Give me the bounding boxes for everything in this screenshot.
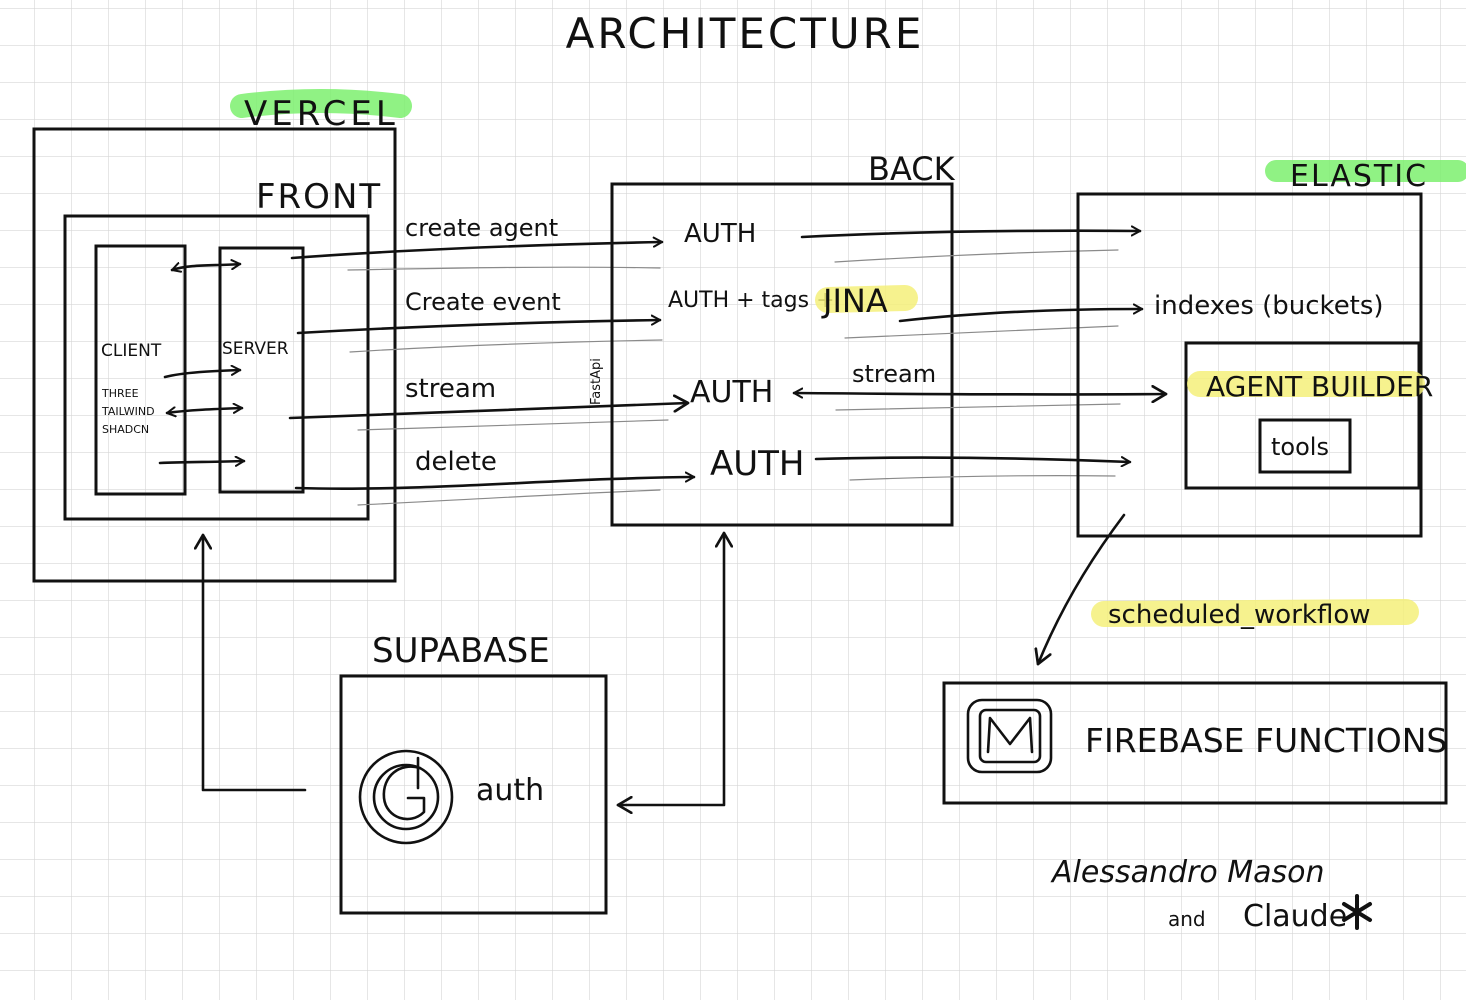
vercel-section: VERCEL FRONT CLIENT THREE TAILWIND SHADC…	[32, 89, 412, 583]
request-shadow-2	[349, 339, 663, 353]
arrow-delete-to-elastic	[814, 458, 1132, 462]
agent-builder-label: AGENT BUILDER	[1206, 370, 1433, 403]
page-title: ARCHITECTURE	[566, 9, 925, 58]
server-label: SERVER	[222, 339, 289, 359]
back-framework-label: FastApi	[589, 358, 604, 405]
elastic-shadow-2	[844, 325, 1119, 339]
client-label: CLIENT	[101, 341, 162, 361]
agent-builder-box	[1184, 341, 1421, 490]
arrow-elastic-to-firebase	[1038, 513, 1126, 664]
client-stack-tailwind: TAILWIND	[101, 405, 155, 418]
front-label: FRONT	[256, 177, 382, 217]
tools-box	[1258, 418, 1352, 474]
back-row-auth-tags: AUTH + tags +	[668, 288, 835, 313]
elastic-shadow-3	[835, 403, 1121, 411]
client-server-link-2	[163, 370, 242, 379]
request-label-stream: stream	[405, 374, 496, 404]
client-server-link-1	[170, 264, 242, 270]
request-shadow-3	[357, 419, 669, 431]
request-arrow-delete	[294, 477, 696, 490]
scheduled-workflow: scheduled_workflow	[1038, 513, 1419, 664]
arrow-supabase-to-front	[203, 535, 307, 792]
back-to-elastic: stream	[792, 231, 1166, 481]
back-box	[610, 182, 954, 527]
client-stack-three: THREE	[101, 387, 139, 400]
request-label-create-agent: create agent	[405, 214, 558, 242]
arrow-stream-to-agent-builder	[792, 393, 1166, 394]
request-arrow-create-agent	[290, 242, 664, 260]
back-row-auth-3: AUTH	[690, 375, 773, 410]
tools-label: tools	[1271, 433, 1329, 461]
signature-name: Alessandro Mason	[1050, 855, 1325, 890]
supabase-box	[339, 674, 608, 915]
back-row-auth-1: AUTH	[684, 219, 756, 249]
signature-and: and	[1168, 907, 1206, 931]
request-arrow-stream	[288, 403, 688, 420]
back-label: BACK	[868, 150, 956, 188]
client-server-link-4	[158, 461, 246, 463]
elastic-section: ELASTIC indexes (buckets) AGENT BUILDER …	[1076, 159, 1466, 538]
elastic-shadow-1	[834, 249, 1119, 263]
firebase-box	[942, 681, 1448, 805]
signature: Alessandro Mason and Claude	[1050, 855, 1372, 934]
arrow-auth-to-elastic	[800, 231, 1142, 239]
back-row-auth-4: AUTH	[710, 444, 804, 484]
vercel-label: VERCEL	[244, 94, 399, 134]
scheduled-workflow-label: scheduled_workflow	[1108, 600, 1371, 630]
back-section: BACK FastApi AUTH AUTH + tags + JINA AUT…	[589, 150, 956, 527]
elastic-box	[1076, 192, 1423, 538]
jina-highlight	[815, 285, 918, 313]
request-label-delete: delete	[415, 447, 497, 477]
elastic-shadow-4	[849, 475, 1116, 481]
supabase-auth-label: auth	[476, 773, 544, 808]
back-jina-label: JINA	[821, 282, 888, 320]
back-stream-label: stream	[852, 360, 936, 388]
supabase-section: SUPABASE auth	[203, 533, 724, 915]
request-shadow-1	[347, 266, 661, 271]
request-label-create-event: Create event	[405, 288, 561, 316]
asterisk-icon	[1342, 894, 1372, 930]
request-shadow-4	[357, 489, 661, 506]
supabase-label: SUPABASE	[372, 631, 550, 671]
firebase-section: FIREBASE FUNCTIONS	[942, 681, 1448, 805]
client-box	[94, 244, 187, 496]
m-logo-icon	[966, 698, 1053, 774]
elastic-label: ELASTIC	[1290, 159, 1428, 194]
g-logo-icon	[358, 749, 454, 845]
vercel-box	[32, 127, 397, 583]
firebase-label: FIREBASE FUNCTIONS	[1085, 721, 1447, 760]
arrow-supabase-to-back	[618, 533, 724, 805]
front-box	[63, 214, 370, 521]
scheduled-highlight	[1091, 599, 1419, 627]
client-stack-shadcn: SHADCN	[102, 423, 149, 436]
client-server-link-3	[165, 408, 244, 413]
signature-coauthor: Claude	[1243, 899, 1347, 934]
elastic-indexes-label: indexes (buckets)	[1154, 291, 1384, 321]
arrow-jina-to-indexes	[898, 309, 1144, 323]
vercel-highlight	[230, 89, 412, 118]
